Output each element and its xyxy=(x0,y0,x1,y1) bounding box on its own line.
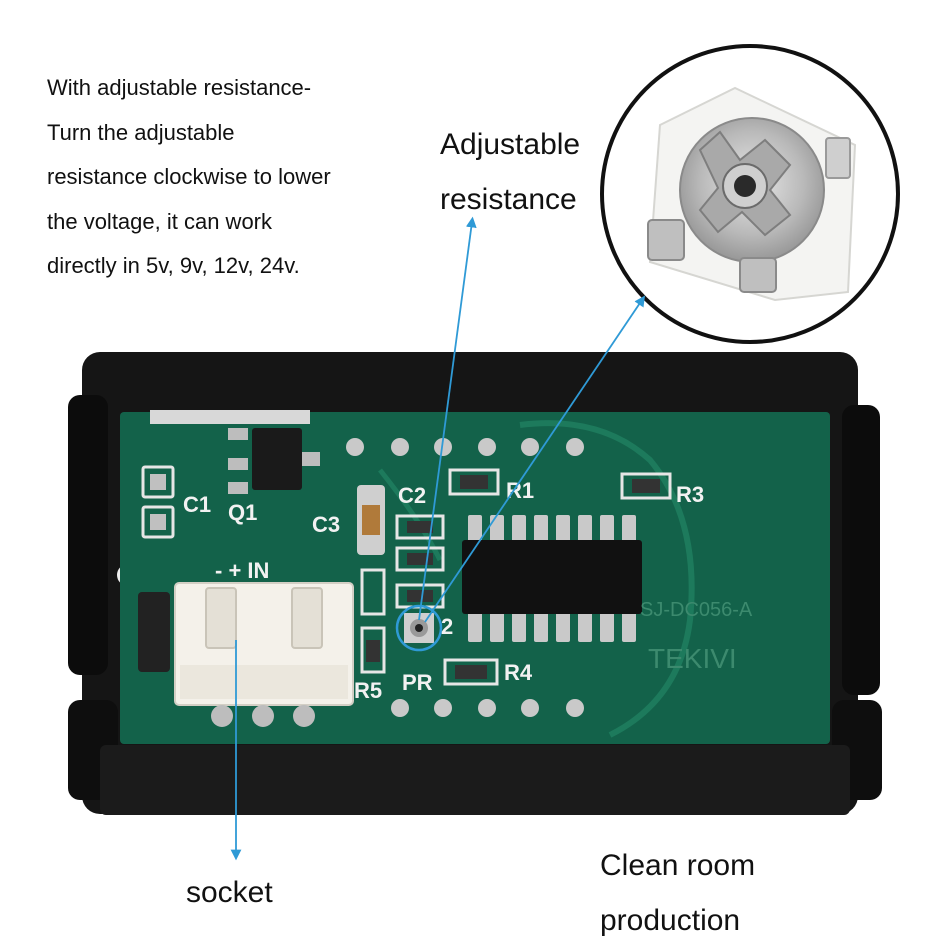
silk-q1: Q1 xyxy=(228,500,257,525)
arrow-to-label xyxy=(418,216,477,621)
description-line: the voltage, it can work xyxy=(47,208,273,234)
silk-r2: 2 xyxy=(441,614,453,639)
pads-c1 xyxy=(141,465,175,539)
adjustable-resistance-label: Adjustable resistance xyxy=(440,117,580,227)
clean-room-line: Clean room xyxy=(600,849,756,882)
silk-c3: C3 xyxy=(312,512,340,537)
magnified-potentiometer xyxy=(600,44,900,344)
top-pads xyxy=(346,438,584,456)
silk-model: SJ-DC056-A xyxy=(640,599,753,621)
left-clip xyxy=(138,592,170,672)
description-line: resistance clockwise to lower xyxy=(47,164,331,189)
callout-arrows xyxy=(230,216,646,861)
clean-room-label: Clean room production xyxy=(600,838,755,948)
silk-c1: C1 xyxy=(183,492,211,517)
adjustable-resistance-line: resistance xyxy=(440,183,577,216)
description-line: With adjustable resistance- xyxy=(47,75,312,100)
jst-connector xyxy=(174,582,354,727)
ic-chip xyxy=(462,515,642,642)
adjustable-resistance-line: Adjustable xyxy=(440,128,581,161)
silk-r3: R3 xyxy=(676,482,704,507)
silk-input: - + IN xyxy=(215,558,269,583)
silkscreen-labels: C1 Q1 C3 C2 R1 R3 R4 R5 PR 2 - + IN SJ-D… xyxy=(183,478,753,703)
clean-room-line: production xyxy=(600,904,741,937)
description-text: With adjustable resistance- Turn the adj… xyxy=(47,66,407,289)
transistor-q1 xyxy=(228,428,320,494)
silk-pr: PR xyxy=(402,670,433,695)
silk-r4: R4 xyxy=(504,660,533,685)
silk-r5: R5 xyxy=(354,678,382,703)
bottom-pads xyxy=(391,699,584,717)
capacitor-c3 xyxy=(357,485,385,555)
silk-brand: TEKIVI xyxy=(648,643,737,674)
description-line: directly in 5v, 9v, 12v, 24v. xyxy=(47,253,300,278)
socket-label: socket xyxy=(186,876,273,909)
arrow-to-magnifier xyxy=(424,295,646,623)
description-line: Turn the adjustable xyxy=(47,119,235,145)
silk-c2: C2 xyxy=(398,483,426,508)
